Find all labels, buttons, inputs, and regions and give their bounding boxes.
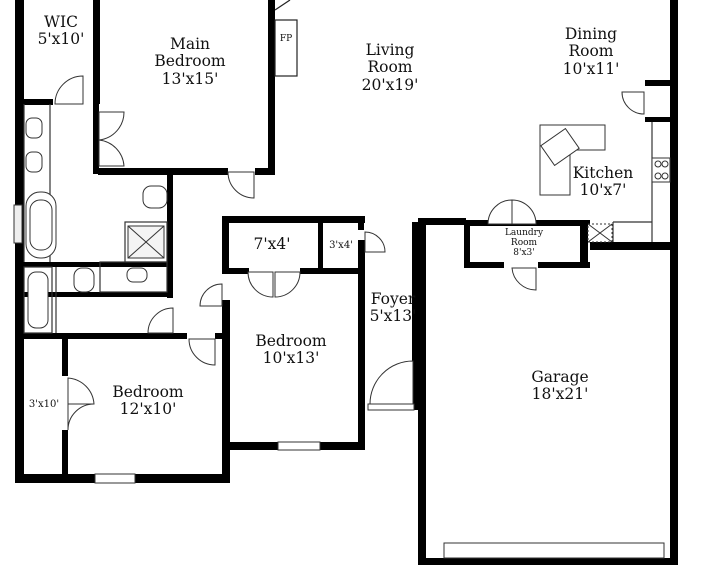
room-dimension: 18'x21' [531,385,589,404]
room-dimension: 3'x4' [329,240,353,251]
front-door-threshold [367,403,415,411]
room-dimension: 20'x19' [361,75,419,94]
room-label-main-bedroom: Main Bedroom 13'x15' [130,35,250,88]
room-name: Garage [531,368,589,386]
room-name: Dining Room [564,25,618,61]
kitchen-fixtures [539,124,671,243]
room-name: Bedroom [112,383,184,401]
bath-fixtures [13,117,168,329]
room-label-kitchen: Kitchen 10'x7' [560,164,646,200]
room-name: Bedroom [255,332,327,350]
room-label-bedroom-3: Bedroom 12'x10' [98,383,198,419]
fireplace [274,0,298,77]
room-dimension: 10'x13' [262,349,320,368]
room-name: Laundry Room [504,228,544,249]
fireplace-text: FP [279,34,293,44]
room-dimension: 5'x10' [37,30,85,49]
windows [94,441,665,559]
room-dimension: 10'x11' [562,59,620,78]
room-label-wic: WIC 5'x10' [30,13,92,49]
room-dimension: 8'x3' [513,248,535,259]
room-label-dining-room: Dining Room 10'x11' [545,25,637,78]
room-label-bedroom-2: Bedroom 10'x13' [240,332,342,368]
room-label-closet-3x10: 3'x10' [26,399,62,410]
room-label-laundry-room: Laundry Room 8'x3' [494,228,554,258]
door-swings [54,75,645,431]
room-label-garage: Garage 18'x21' [510,368,610,404]
room-name: WIC [44,13,78,31]
room-dimension: 7'x4' [253,235,291,253]
room-dimension: 12'x10' [119,400,177,419]
room-name: Living Room [365,41,415,77]
room-label-living-room: Living Room 20'x19' [340,41,440,94]
room-dimension: 10'x7' [579,181,627,200]
room-dimension: 13'x15' [161,69,219,88]
room-label-closet-7x4: 7'x4' [240,235,304,253]
room-dimension: 3'x10' [28,399,60,410]
room-dimension: 5'x13' [369,307,417,326]
room-name: Kitchen [572,164,634,182]
fireplace-label: FP [275,34,297,44]
room-label-foyer: Foyer 5'x13' [362,290,424,326]
room-name: Foyer [370,290,416,308]
room-label-closet-3x4: 3'x4' [324,240,358,251]
room-name: Main Bedroom [154,35,226,71]
